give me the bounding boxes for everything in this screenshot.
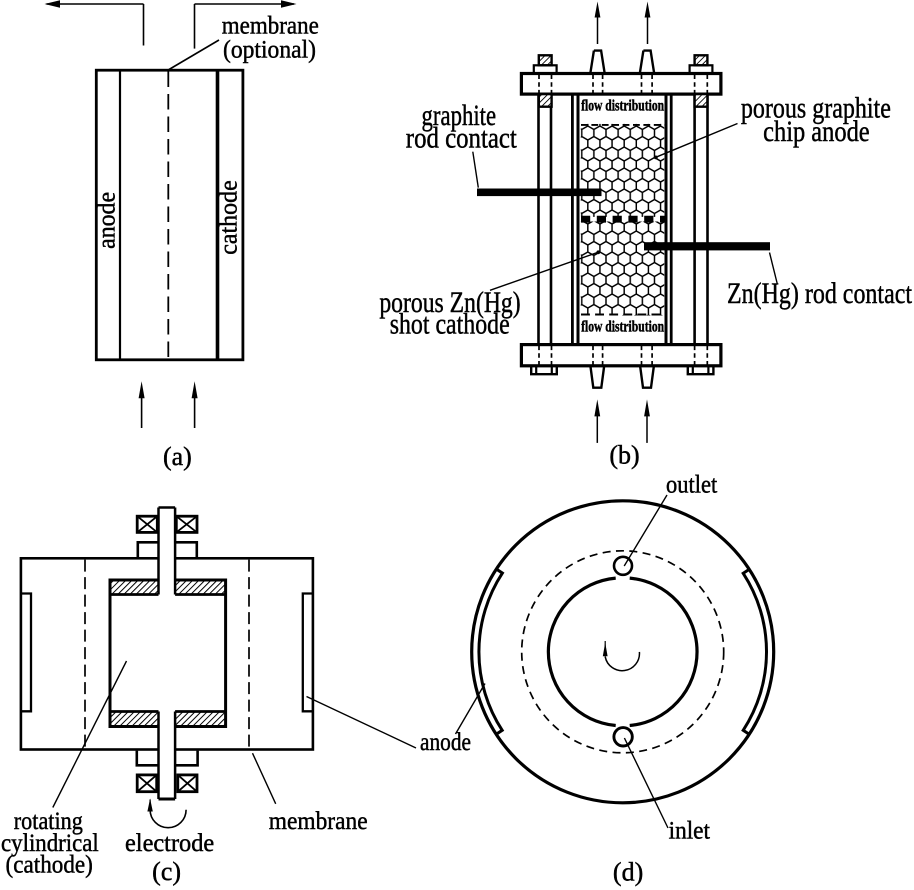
- svg-text:outlet: outlet: [666, 472, 717, 499]
- svg-text:flow distribution: flow distribution: [581, 98, 664, 115]
- svg-text:inlet: inlet: [669, 818, 710, 845]
- svg-text:cylindrical: cylindrical: [1, 830, 99, 857]
- svg-text:electrode: electrode: [125, 830, 214, 857]
- svg-text:(b): (b): [609, 441, 639, 470]
- svg-text:(a): (a): [163, 442, 192, 471]
- svg-text:(d): (d): [613, 858, 643, 887]
- svg-text:cathode: cathode: [216, 180, 243, 255]
- svg-text:chip anode: chip anode: [763, 115, 870, 148]
- svg-text:rotating: rotating: [14, 808, 83, 835]
- svg-text:porous Zn(Hg): porous Zn(Hg): [379, 286, 520, 319]
- svg-text:membrane: membrane: [269, 808, 368, 835]
- svg-text:graphite: graphite: [422, 99, 497, 132]
- svg-text:porous graphite: porous graphite: [741, 92, 891, 125]
- svg-text:anode: anode: [420, 729, 471, 756]
- svg-text:(cathode): (cathode): [6, 851, 93, 878]
- svg-text:Zn(Hg) rod contact: Zn(Hg) rod contact: [727, 277, 913, 310]
- svg-text:shot cathode: shot cathode: [390, 307, 510, 340]
- svg-text:(c): (c): [152, 857, 181, 886]
- svg-text:flow distribution: flow distribution: [581, 318, 664, 335]
- svg-text:membrane: membrane: [222, 13, 319, 40]
- svg-text:(optional): (optional): [223, 37, 316, 64]
- svg-text:anode: anode: [94, 192, 121, 249]
- svg-text:rod contact: rod contact: [406, 122, 518, 155]
